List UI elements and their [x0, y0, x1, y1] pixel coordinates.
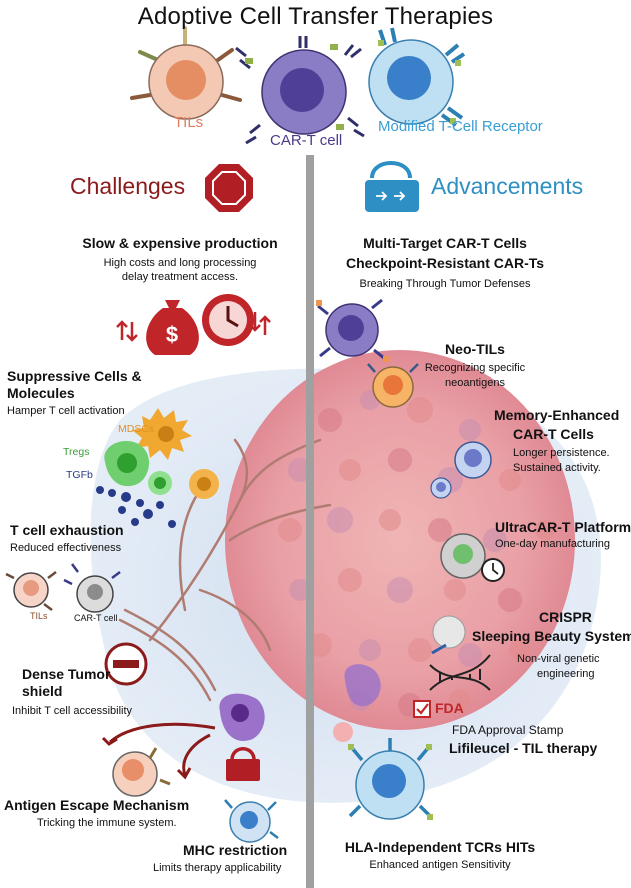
unlock-icon — [365, 161, 419, 212]
slow-production-desc-1: High costs and long processing — [103, 257, 257, 269]
neo-til-cell — [367, 363, 419, 408]
mhc-tcell — [224, 799, 279, 843]
dense-tumor-desc: Inhibit T cell accessibility — [12, 705, 133, 717]
exhaustion-desc: Reduced effectiveness — [10, 542, 122, 554]
page-title: Adoptive Cell Transfer Therapies — [137, 3, 494, 30]
cart-label: CAR-T cell — [270, 132, 343, 149]
crispr-title-2: Sleeping Beauty System — [472, 628, 631, 644]
treg-cells — [104, 441, 172, 495]
hla-title: HLA-Independent TCRs HITs — [344, 839, 536, 855]
mhc-desc: Limits therapy applicability — [153, 862, 282, 874]
ultracart-desc: One-day manufacturing — [495, 538, 610, 550]
crispr-cell — [432, 615, 466, 649]
exhaustion-cart-label: CAR-T cell — [74, 613, 118, 623]
mdscs-label: MDSCs — [118, 423, 155, 435]
exhausted-til-cell — [5, 571, 57, 611]
center-divider — [306, 155, 314, 888]
tcr-header-cell — [368, 27, 466, 127]
svg-text:$: $ — [166, 322, 178, 347]
fda-checkbox-icon — [413, 700, 431, 718]
blue-gene-insert — [431, 643, 447, 655]
tgfb-molecules — [96, 486, 176, 528]
tils-label: TILs — [174, 114, 204, 131]
tgfb-label: TGFb — [66, 469, 93, 481]
lifileucel-title: Lifileucel - TIL therapy — [449, 740, 598, 756]
slow-production-desc-2: delay treatment access. — [121, 271, 239, 283]
ultracart-cell — [440, 533, 486, 579]
multi-target-cart-cell — [316, 298, 389, 362]
tregs-label: Tregs — [63, 446, 90, 458]
hla-tcell — [348, 738, 433, 820]
exhaustion-tils-label: TILs — [30, 611, 48, 621]
memory-title-1: Memory-Enhanced — [494, 407, 620, 423]
multi-target-desc: Breaking Through Tumor Defenses — [359, 278, 531, 290]
dense-tumor-title-2: shield — [22, 683, 63, 699]
money-bag-icon: $ — [146, 300, 199, 355]
advancements-heading: Advancements — [431, 173, 584, 199]
blood-vessels — [118, 438, 332, 702]
mdsc-cell-small — [189, 469, 219, 499]
suppressive-desc: Hamper T cell activation — [7, 405, 125, 417]
antigen-escape-desc: Tricking the immune system. — [37, 817, 177, 829]
clock-icon — [202, 294, 254, 346]
crispr-desc-2: engineering — [537, 668, 595, 680]
memory-cart-cell — [430, 441, 492, 499]
exhaustion-title: T cell exhaustion — [10, 522, 124, 538]
memory-desc-2: Sustained activity. — [513, 462, 601, 474]
arrows-up-down-icon — [116, 312, 271, 342]
tumor-left-purple-cell — [344, 664, 381, 707]
suppressive-title-1: Suppressive Cells & — [7, 368, 142, 384]
stop-sign-icon — [205, 164, 253, 212]
dense-tumor-title-1: Dense Tumor — [22, 666, 111, 682]
tcr-label: Modified T-Cell Receptor — [378, 118, 543, 135]
crispr-title-1: CRISPR — [539, 609, 592, 625]
fda-stamp-desc: FDA Approval Stamp — [452, 723, 564, 737]
exhausted-cart-cell — [63, 563, 121, 613]
dna-icon — [429, 654, 491, 691]
neo-tils-desc-2: neoantigens — [445, 377, 505, 389]
tumor-purple-cell — [219, 693, 265, 741]
fda-stamp-text: FDA — [435, 700, 464, 716]
mdsc-cell — [132, 408, 192, 460]
ultracart-title: UltraCAR-T Platform — [495, 519, 631, 535]
antigen-escape-title: Antigen Escape Mechanism — [4, 797, 190, 813]
tils-header-cell — [130, 26, 242, 120]
crispr-desc-1: Non-viral genetic — [517, 653, 600, 665]
suppressive-title-2: Molecules — [7, 385, 75, 401]
multi-target-title-1: Multi-Target CAR-T Cells — [363, 235, 527, 251]
cart-header-cell — [235, 36, 365, 145]
slow-production-title: Slow & expensive production — [82, 235, 278, 251]
memory-title-2: CAR-T Cells — [513, 426, 594, 442]
memory-desc-1: Longer persistence. — [513, 447, 610, 459]
neo-tils-desc-1: Recognizing specific — [424, 362, 526, 374]
antigen-escape-arrows — [101, 722, 216, 780]
timer-icon — [481, 558, 505, 582]
neo-tils-title: Neo-TILs — [445, 341, 505, 357]
mhc-lock-icon — [226, 747, 260, 781]
pink-cell-small — [333, 722, 353, 742]
challenges-heading: Challenges — [70, 173, 186, 199]
antigen-escape-cell — [112, 747, 171, 797]
mhc-title: MHC restriction — [183, 842, 288, 858]
no-entry-icon — [104, 642, 148, 686]
multi-target-title-2: Checkpoint-Resistant CAR-Ts — [345, 255, 545, 271]
hla-desc: Enhanced antigen Sensitivity — [369, 859, 511, 871]
